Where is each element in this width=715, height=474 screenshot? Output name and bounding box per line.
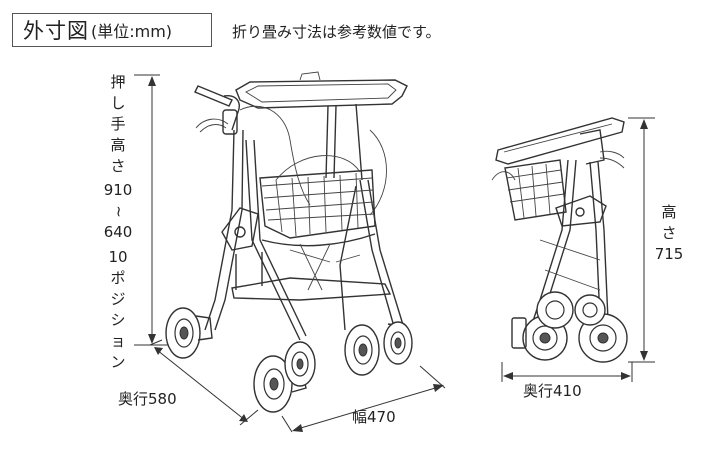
handle-height-max: 910 <box>103 181 133 199</box>
handle-char: さ <box>110 157 126 175</box>
width-dimension <box>281 365 446 433</box>
folded-height-dimension <box>628 117 655 363</box>
handle-char: し <box>110 94 126 112</box>
positions-char: ン <box>110 353 126 371</box>
depth-folded-dimension <box>501 362 633 382</box>
depth-folded-label: 奥行410 <box>523 382 582 400</box>
depth-open-dimension <box>149 339 259 426</box>
push-handle-height-label: 押 し 手 高 さ 910 ~ 640 10 ポ ジ シ ョ ン <box>103 72 133 373</box>
height-char: さ <box>661 224 677 242</box>
unit-label: (単位:mm) <box>91 22 173 41</box>
width-label: 幅470 <box>352 408 396 426</box>
depth-open-label: 奥行580 <box>118 390 177 408</box>
walker-folded <box>491 117 628 363</box>
handle-height-min: 640 <box>103 223 133 241</box>
handle-char: 手 <box>110 115 126 133</box>
folded-wheel-3 <box>578 313 628 363</box>
positions-char: シ <box>110 311 126 329</box>
walker-open <box>165 71 413 413</box>
diagram-title: 外寸図 <box>23 19 89 43</box>
wheel-rear-left <box>165 307 213 359</box>
folded-wheel-2 <box>536 291 574 329</box>
positions-char: 10 <box>108 248 128 266</box>
push-handle-height-dimension <box>134 74 168 346</box>
wheel-front-center <box>284 341 316 387</box>
positions-char: ジ <box>110 290 126 308</box>
folded-height-label: 高 さ 715 <box>654 202 684 265</box>
height-char: 高 <box>661 203 677 221</box>
wheel-rear-right <box>344 323 409 376</box>
folding-note: 折り畳み寸法は参考数値です。 <box>232 23 441 41</box>
title-box: 外寸図 (単位:mm) <box>12 13 212 47</box>
wheel-front-left <box>253 355 307 413</box>
handle-char: 高 <box>110 136 126 154</box>
positions-char: ポ <box>110 269 126 287</box>
positions-char: ョ <box>110 332 126 350</box>
wheel-front-right <box>383 321 413 365</box>
folded-wheel-4 <box>574 294 606 326</box>
handle-char: 押 <box>110 73 126 91</box>
folded-height-value: 715 <box>654 245 684 263</box>
